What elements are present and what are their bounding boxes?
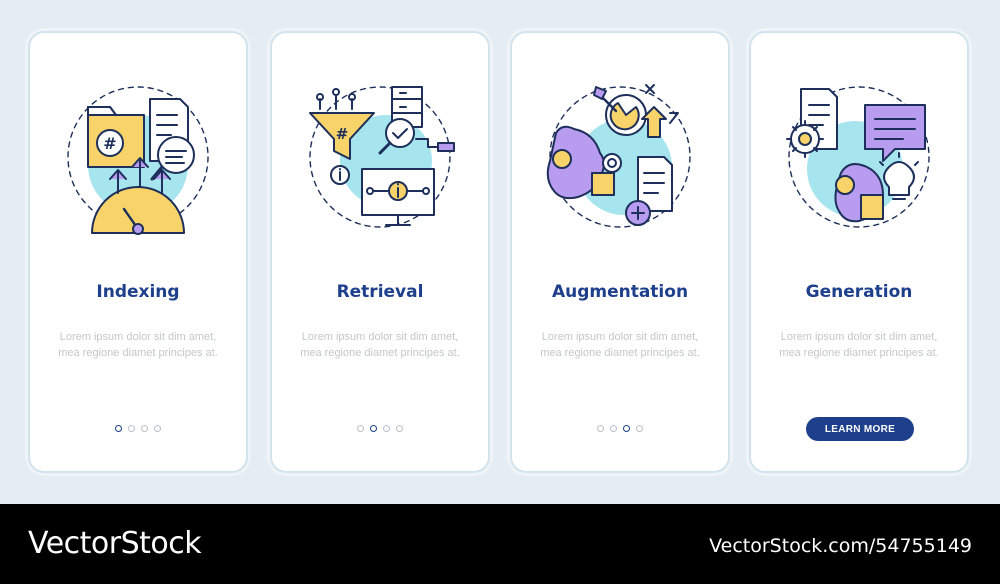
- svg-text:#: #: [336, 125, 349, 143]
- indexing-icon: #: [58, 77, 218, 237]
- page-dot[interactable]: [357, 425, 364, 432]
- card-description: Lorem ipsum dolor sit dim amet, mea regi…: [300, 331, 460, 359]
- card-description: Lorem ipsum dolor sit dim amet, mea regi…: [540, 331, 700, 359]
- generation-icon: [779, 77, 939, 237]
- card-title: Retrieval: [336, 282, 424, 302]
- onboarding-card-generation: Generation Lorem ipsum dolor sit dim ame…: [751, 33, 967, 471]
- page-dot[interactable]: [141, 425, 148, 432]
- learn-more-button[interactable]: LEARN MORE: [806, 417, 914, 441]
- onboarding-card-augmentation: Augmentation Lorem ipsum dolor sit dim a…: [512, 33, 728, 471]
- page-indicator: [272, 425, 488, 432]
- watermark-bar: VectorStock VectorStock.com/54755149: [0, 504, 1000, 584]
- card-title: Augmentation: [551, 282, 689, 302]
- image-reference: VectorStock.com/54755149: [709, 535, 972, 557]
- augmentation-icon: [540, 77, 700, 237]
- page-dot[interactable]: [115, 425, 122, 432]
- page-dot[interactable]: [597, 425, 604, 432]
- page-dot[interactable]: [610, 425, 617, 432]
- page-dot[interactable]: [370, 425, 377, 432]
- page-dot[interactable]: [154, 425, 161, 432]
- page-indicator: [512, 425, 728, 432]
- page-dot[interactable]: [383, 425, 390, 432]
- page-dot[interactable]: [636, 425, 643, 432]
- page-dot[interactable]: [396, 425, 403, 432]
- card-description: Lorem ipsum dolor sit dim amet, mea regi…: [779, 331, 939, 359]
- page-dot[interactable]: [623, 425, 630, 432]
- card-title: Indexing: [96, 282, 180, 302]
- onboarding-screens: # Indexing Lorem ipsum dolor sit dim ame…: [30, 33, 967, 471]
- brand-logo: VectorStock: [28, 526, 202, 561]
- card-description: Lorem ipsum dolor sit dim amet, mea regi…: [58, 331, 218, 359]
- card-title: Generation: [805, 282, 913, 302]
- onboarding-card-retrieval: # Retrieval Lorem ipsum dolor sit dim am…: [272, 33, 488, 471]
- page-dot[interactable]: [128, 425, 135, 432]
- onboarding-card-indexing: # Indexing Lorem ipsum dolor sit dim ame…: [30, 33, 246, 471]
- page-indicator: [30, 425, 246, 432]
- retrieval-icon: #: [300, 77, 460, 237]
- svg-text:#: #: [103, 134, 116, 153]
